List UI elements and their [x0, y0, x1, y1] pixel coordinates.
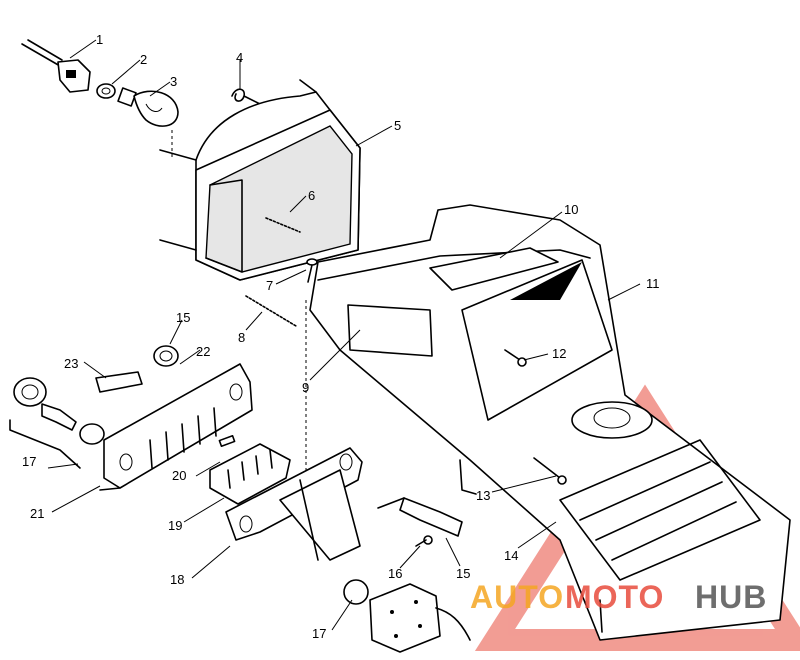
wire-clip-part	[231, 88, 261, 105]
screw-16-part	[415, 535, 433, 547]
socket-ring-part	[96, 83, 116, 99]
switch-panel-part	[99, 363, 253, 491]
callout-17-bottom: 17	[312, 626, 326, 641]
switch-block-part	[209, 443, 291, 505]
callout-4: 4	[236, 50, 243, 65]
leader-lines	[47, 39, 641, 631]
watermark-text: AUTO MOTO HUB	[470, 579, 767, 615]
bracket-part	[225, 447, 363, 561]
connector-part	[21, 39, 91, 93]
callout-2: 2	[140, 52, 147, 67]
key-switch-part	[9, 377, 105, 469]
callout-5: 5	[394, 118, 401, 133]
callout-19: 19	[168, 518, 182, 533]
callout-12: 12	[552, 346, 566, 361]
callout-15-upper: 15	[176, 310, 190, 325]
screw-13-part	[533, 457, 567, 485]
callout-21: 21	[30, 506, 44, 521]
connector-15-part	[377, 497, 463, 537]
callout-17-left: 17	[22, 454, 36, 469]
pin-part	[218, 434, 236, 448]
callout-labels: 1 2 3 4 5 6 7 8 9 10 11 12 13 14 15 15 1…	[22, 32, 660, 641]
grommet-part	[153, 345, 179, 367]
spring-lower-part	[245, 295, 297, 327]
watermark-part2: MOTO	[565, 579, 664, 615]
callout-22: 22	[196, 344, 210, 359]
screw-part	[306, 258, 318, 283]
power-outlet-part	[343, 579, 471, 653]
callout-10: 10	[564, 202, 578, 217]
callout-9: 9	[302, 380, 309, 395]
watermark-part3: HUB	[695, 579, 767, 615]
callout-15-lower: 15	[456, 566, 470, 581]
callout-14: 14	[504, 548, 518, 563]
callout-7: 7	[266, 278, 273, 293]
callout-23: 23	[64, 356, 78, 371]
callout-8: 8	[238, 330, 245, 345]
callout-3: 3	[170, 74, 177, 89]
callout-1: 1	[96, 32, 103, 47]
callout-13: 13	[476, 488, 490, 503]
watermark-part1: AUTO	[470, 579, 564, 615]
callout-16: 16	[388, 566, 402, 581]
bulb-part	[117, 87, 179, 127]
spring-upper-part	[265, 217, 301, 233]
callout-11: 11	[646, 276, 660, 291]
assembly-lines	[171, 130, 307, 470]
dash-housing-part	[309, 204, 791, 641]
headlight-housing-part	[159, 79, 361, 281]
callout-18: 18	[170, 572, 184, 587]
callout-6: 6	[308, 188, 315, 203]
callout-20: 20	[172, 468, 186, 483]
decal-23-part	[95, 371, 143, 393]
